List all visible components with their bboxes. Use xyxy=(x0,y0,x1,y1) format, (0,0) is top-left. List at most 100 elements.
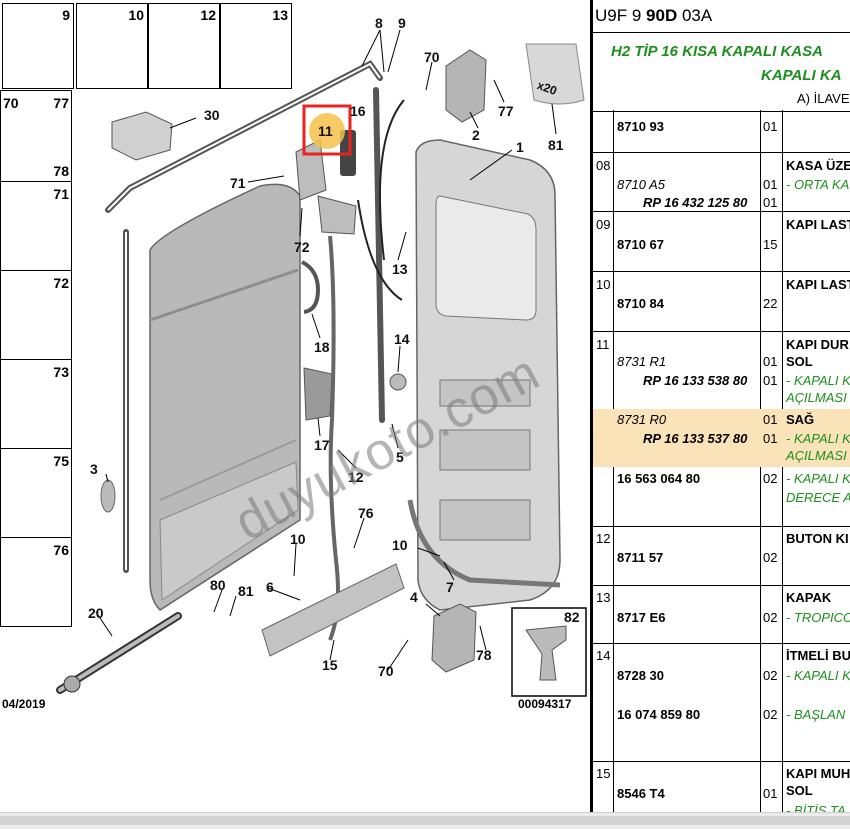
description: KAPI MUH xyxy=(786,766,850,781)
part-number: 8717 E6 xyxy=(617,610,666,625)
quantity: 01 xyxy=(763,177,778,192)
cell-number: 72 xyxy=(53,275,69,291)
description: KAPI DUR xyxy=(786,337,849,352)
quantity: 01 xyxy=(763,786,778,801)
rp-number: RP 16 432 125 80 xyxy=(643,195,748,210)
header-subtitle: KAPALI KA xyxy=(761,67,842,84)
part-cell-12: 12 xyxy=(148,3,220,89)
cell-number: 9 xyxy=(62,7,70,23)
cell-number: 71 xyxy=(53,186,69,202)
diagram-date: 04/2019 xyxy=(2,697,46,711)
horizontal-scrollbar[interactable] xyxy=(0,812,850,829)
part-cell-9: 9 xyxy=(2,3,74,89)
parts-list: U9F 9 90D 03A H2 TİP 16 KISA KAPALI KASA… xyxy=(593,0,850,812)
part-number: 8546 T4 xyxy=(617,786,665,801)
callout-10: 10 xyxy=(290,531,306,547)
part-cell-13: 13 xyxy=(220,3,292,89)
callout-72: 72 xyxy=(294,239,310,255)
callout-1: 1 xyxy=(516,139,524,155)
note: - BAŞLAN xyxy=(786,707,846,722)
part-number: 16 074 859 80 xyxy=(617,707,701,722)
part-cell-10: 10 xyxy=(76,3,148,89)
group-number: 12 xyxy=(596,531,611,546)
table-row[interactable]: 08 KASA ÜZE 8710 A5 01 - ORTA KA RP 16 4… xyxy=(593,153,850,212)
rp-number: RP 16 133 537 80 xyxy=(643,431,748,446)
scrollbar-thumb[interactable] xyxy=(0,816,850,825)
callout-80: 80 xyxy=(210,577,226,593)
note: - TROPICO xyxy=(786,610,850,625)
quantity: 02 xyxy=(763,610,778,625)
group-number: 13 xyxy=(596,590,611,605)
table-row[interactable]: 12 BUTON KI 8711 57 02 xyxy=(593,527,850,586)
cell-number: 70 xyxy=(3,95,19,111)
table-row[interactable]: 09 KAPI LAST 8710 67 15 xyxy=(593,212,850,272)
table-row[interactable]: 11 KAPI DUR SOL 8731 R1 01 RP 16 133 538… xyxy=(593,332,850,409)
group-number: 14 xyxy=(596,648,611,663)
group-number: 09 xyxy=(596,217,611,232)
rp-number: RP 16 133 538 80 xyxy=(643,373,748,388)
callout-77: 77 xyxy=(498,103,514,119)
quantity: 02 xyxy=(763,550,778,565)
callout-4: 4 xyxy=(410,589,418,605)
callout-81b: 81 xyxy=(238,583,254,599)
code-bold: 90D xyxy=(646,6,678,25)
header-section: A) İLAVE xyxy=(797,91,850,106)
group-number: 15 xyxy=(596,766,611,781)
group-number: 08 xyxy=(596,158,611,173)
callout-76: 76 xyxy=(358,505,374,521)
note: DERECE A xyxy=(786,490,850,505)
highlight-box xyxy=(302,104,352,156)
cell-number: 73 xyxy=(53,364,69,380)
callout-20: 20 xyxy=(88,605,104,621)
description: KAPAK xyxy=(786,590,832,605)
part-number: 8710 84 xyxy=(617,296,664,311)
quantity: 01 xyxy=(763,373,778,388)
callout-18: 18 xyxy=(314,339,330,355)
part-number: 8710 A5 xyxy=(617,177,665,192)
quantity: 01 xyxy=(763,431,778,446)
note: - ORTA KA xyxy=(786,177,850,192)
header-title: H2 TİP 16 KISA KAPALI KASA xyxy=(611,43,823,60)
table-row[interactable]: 14 İTMELİ BU 8728 30 02 - KAPALI K 16 07… xyxy=(593,644,850,762)
callout-70: 70 xyxy=(424,49,440,65)
callout-17: 17 xyxy=(314,437,330,453)
description: BUTON KI xyxy=(786,531,849,546)
panel-divider xyxy=(590,0,593,812)
table-row[interactable]: 10 KAPI LAST 8710 84 22 xyxy=(593,272,850,332)
group-number: 11 xyxy=(596,337,610,352)
table-row[interactable]: 13 KAPAK 8717 E6 02 - TROPICO xyxy=(593,586,850,644)
document-code: U9F 9 90D 03A xyxy=(595,6,712,26)
callout-10b: 10 xyxy=(392,537,408,553)
part-cell-72: 72 xyxy=(0,270,72,360)
quantity: 02 xyxy=(763,707,778,722)
parts-diagram: 9 10 12 13 70 77 78 71 72 73 75 76 8 9 7… xyxy=(0,3,587,711)
quantity: 02 xyxy=(763,668,778,683)
part-number: 8731 R1 xyxy=(617,354,667,369)
quantity: 22 xyxy=(763,296,778,311)
note: AÇILMASI xyxy=(786,390,847,405)
description: SAĞ xyxy=(786,412,815,427)
cell-number: 75 xyxy=(53,453,69,469)
table-row[interactable]: 8710 93 01 xyxy=(593,111,850,153)
quantity: 15 xyxy=(763,237,778,252)
diagram-drawing xyxy=(7,19,587,697)
callout-3: 3 xyxy=(90,461,98,477)
cell-number: 76 xyxy=(53,542,69,558)
description-side: SOL xyxy=(786,354,813,369)
cell-number: 77 xyxy=(53,95,69,111)
callout-30: 30 xyxy=(204,107,220,123)
table-row[interactable]: 15 KAPI MUH SOL 8546 T4 01 - BİTİŞ TA xyxy=(593,762,850,812)
part-number: 8710 93 xyxy=(617,119,664,134)
description: KASA ÜZE xyxy=(786,158,850,173)
description: İTMELİ BU xyxy=(786,648,850,663)
callout-15: 15 xyxy=(322,657,338,673)
part-cell-70-77-78: 70 77 78 xyxy=(0,90,72,182)
code-prefix: U9F 9 xyxy=(595,6,647,25)
callout-7: 7 xyxy=(446,579,454,595)
quantity: 01 xyxy=(763,354,778,369)
callout-2: 2 xyxy=(472,127,480,143)
table-row-selected[interactable]: 8731 R0 01 SAĞ RP 16 133 537 80 01 - KAP… xyxy=(593,409,850,467)
table-row[interactable]: 16 563 064 80 02 - KAPALI K DERECE A xyxy=(593,467,850,527)
callout-71: 71 xyxy=(230,175,246,191)
callout-11: 11 xyxy=(318,123,333,139)
